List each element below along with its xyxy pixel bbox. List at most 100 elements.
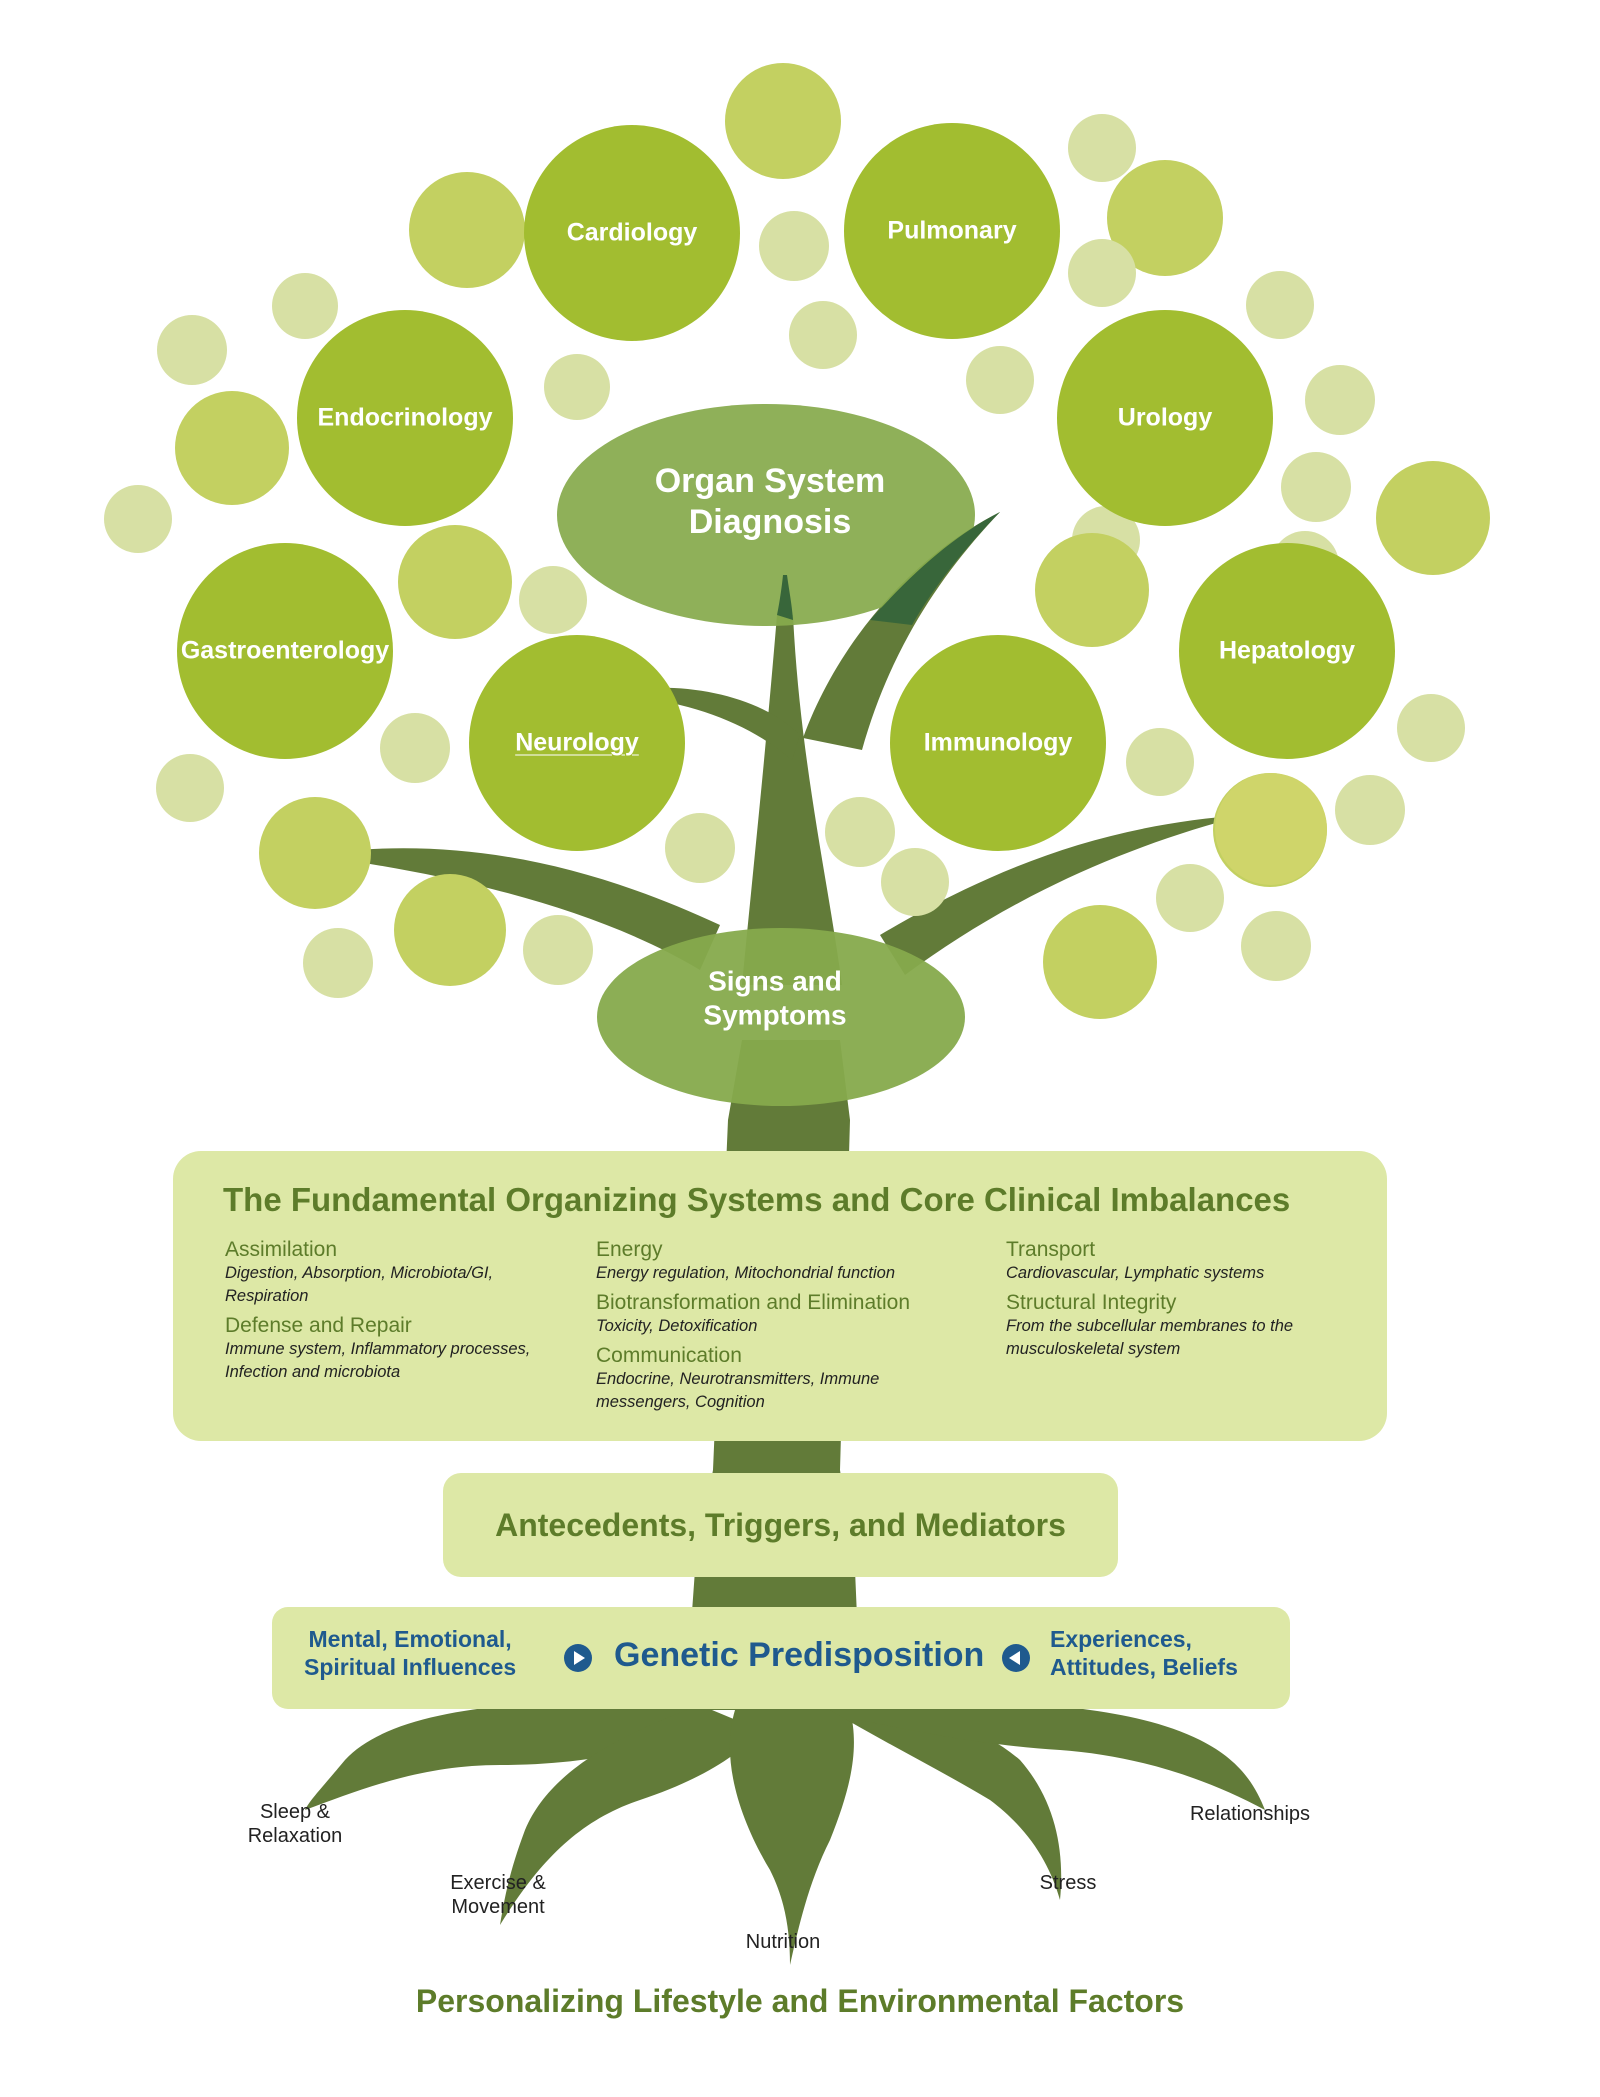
organ-circle-gastroenterology [177,543,393,759]
antecedents-panel: Antecedents, Triggers, and Mediators [443,1473,1118,1577]
decorative-bubble [398,525,512,639]
root-relationships [860,1700,1265,1810]
genetic-predisposition-label: Genetic Predisposition [614,1636,985,1674]
decorative-bubble [272,273,338,339]
organ-circle-pulmonary [844,123,1060,339]
root-label-relationships: Relationships [1190,1802,1310,1826]
organ-label-hepatology: Hepatology [1218,636,1356,665]
decorative-bubble [1043,905,1157,1019]
organ-circle-urology [1057,310,1273,526]
organ-system-diagnosis-label: Organ System Diagnosis [655,461,886,543]
core-detail: Energy regulation, Mitochondrial functio… [596,1264,896,1282]
decorative-bubble [1397,694,1465,762]
signs-and-symptoms-label: Signs and Symptoms [703,964,846,1031]
core-heading: Biotransformation and Elimination [596,1291,910,1315]
organ-label-neurology: Neurology [515,728,639,757]
organ-label-endocrinology: Endocrinology [317,403,493,432]
decorative-bubble [1126,728,1194,796]
decorative-bubble [1068,239,1136,307]
organ-label-urology: Urology [1117,403,1213,432]
decorative-bubble [1305,365,1375,435]
root-nutrition [729,1710,854,1965]
core-heading: Structural Integrity [1006,1291,1177,1315]
decorative-bubble [1035,533,1149,647]
branch-upper-left [605,687,800,760]
core-detail: Digestion, Absorption, Microbiota/GI, Re… [225,1264,494,1306]
arrow-left-icon [1002,1644,1030,1672]
root-label-exercise-line1: Exercise & [450,1872,546,1894]
experiences-attitudes-label: Experiences, Attitudes, Beliefs [1050,1625,1238,1681]
signs-and-symptoms-line2: Symptoms [703,999,847,1030]
decorative-bubble [1241,911,1311,981]
core-column-2: Energy Energy regulation, Mitochondrial … [596,1238,956,1414]
decorative-bubble [156,754,224,822]
root-label-sleep-line2: Relaxation [247,1825,343,1848]
core-heading: Energy [596,1238,663,1261]
core-detail: From the subcellular membranes to the mu… [1006,1317,1294,1359]
decorative-bubble [881,848,949,916]
decorative-bubble [1281,452,1351,522]
decorative-bubble [1376,461,1490,575]
decorative-bubble [394,874,506,986]
root-label-stress: Stress [1040,1871,1097,1895]
signs-and-symptoms-oval [597,928,965,1106]
core-column-1: Assimilation Digestion, Absorption, Micr… [225,1238,545,1384]
core-detail: Toxicity, Detoxification [596,1317,758,1336]
footer-title: Personalizing Lifestyle and Environmenta… [415,1983,1185,2019]
decorative-bubble [665,813,735,883]
core-column-3: Transport Cardiovascular, Lymphatic syst… [1006,1238,1326,1361]
decorative-bubble [1335,775,1405,845]
decorative-bubble [725,63,841,179]
decorative-bubble [303,928,373,998]
root-label-exercise-line2: Movement [451,1896,545,1919]
core-imbalances-title: The Fundamental Organizing Systems and C… [223,1181,1291,1218]
root-stress [830,1705,1062,1900]
decorative-bubble [259,797,371,909]
root-label-sleep: Sleep & Relaxation [248,1800,343,1849]
antecedents-label: Antecedents, Triggers, and Mediators [495,1506,1066,1543]
organ-label-immunology: Immunology [923,728,1073,757]
mental-emotional-line2: Spiritual Influences [304,1654,517,1681]
core-detail: Cardiovascular, Lymphatic systems [1006,1264,1265,1282]
decorative-bubble [759,211,829,281]
decorative-bubble [1246,271,1314,339]
decorative-bubble [544,354,610,420]
decorative-bubble [789,301,857,369]
organ-circle-hepatology [1179,543,1395,759]
decorative-bubble [1215,773,1327,885]
arrow-left-glyph [1009,1651,1020,1665]
decorative-bubble [1156,864,1224,932]
decorative-bubble [966,346,1034,414]
core-detail: Endocrine, Neurotransmitters, Immune mes… [596,1370,880,1412]
organ-circle-immunology [890,635,1106,851]
core-detail: Immune system, Inflammatory processes, I… [225,1340,531,1382]
decorative-bubble [519,566,587,634]
mental-emotional-line1: Mental, Emotional, [308,1626,512,1652]
core-heading: Assimilation [225,1238,338,1261]
genetic-panel: Mental, Emotional, Spiritual Influences … [272,1607,1290,1709]
decorative-bubble [380,713,450,783]
root-label-relationships-line1: Relationships [1189,1803,1311,1825]
organ-label-pulmonary: Pulmonary [887,216,1017,245]
signs-and-symptoms-line1: Signs and [708,965,842,997]
organ-circle-neurology [469,635,685,851]
branch-upper-right [803,512,1000,750]
decorative-bubble [1068,114,1136,182]
experiences-line2: Attitudes, Beliefs [1050,1654,1238,1681]
arrow-right-icon [564,1644,592,1672]
arrow-right-glyph [574,1651,585,1665]
tree-roots [305,1700,1265,1965]
root-label-sleep-line1: Sleep & [259,1801,331,1823]
decorative-bubble [409,172,525,288]
organ-circle-endocrinology [297,310,513,526]
decorative-bubble [825,797,895,867]
experiences-line1: Experiences, [1050,1626,1192,1652]
root-label-nutrition-line1: Nutrition [745,1931,821,1953]
root-label-exercise: Exercise & Movement [450,1871,546,1920]
core-heading: Defense and Repair [225,1314,412,1338]
mental-emotional-label: Mental, Emotional, Spiritual Influences [304,1625,516,1681]
organ-system-diagnosis-line1: Organ System [654,462,886,501]
organ-circle-cardiology [524,125,740,341]
decorative-bubble [104,485,172,553]
root-label-nutrition: Nutrition [746,1930,820,1954]
